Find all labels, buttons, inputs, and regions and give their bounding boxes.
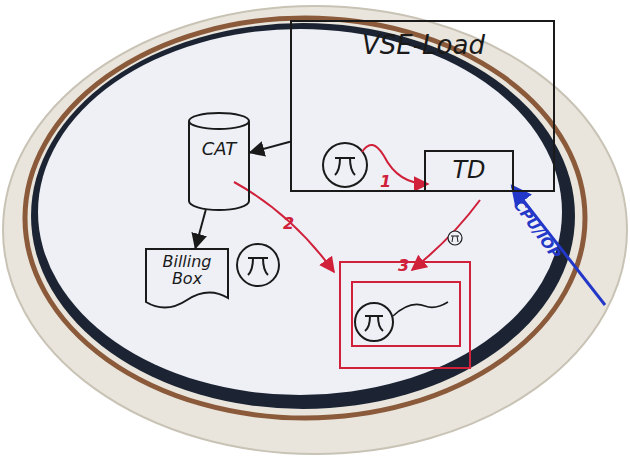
target-inner-box — [352, 282, 460, 346]
red-arrow — [362, 145, 428, 184]
database-cylinder: CAT — [188, 112, 250, 210]
pi-symbol — [448, 231, 462, 245]
coaster-paper — [38, 29, 562, 395]
coaster-rim — [3, 6, 627, 454]
document-shape: Billing Box — [145, 248, 229, 310]
callout-number: 1 — [380, 172, 391, 191]
coaster-ring — [25, 18, 585, 418]
node-label: TD — [426, 158, 512, 183]
cylinder-outline — [188, 112, 250, 210]
process-box: TD — [424, 150, 514, 192]
node-label: VSE-Load — [362, 32, 553, 59]
node-label: CAT — [188, 140, 250, 159]
red-arrow — [412, 200, 480, 270]
flow-arrow — [250, 142, 290, 153]
callout-number: 2 — [283, 214, 294, 233]
system-box: TD VSE-Load — [290, 20, 555, 192]
target-box — [340, 262, 470, 368]
node-label: Billing Box — [151, 254, 223, 288]
pi-symbol — [355, 303, 393, 341]
flow-arrow — [195, 210, 205, 248]
callout-number: 3 — [398, 256, 409, 275]
squiggle-line — [393, 302, 448, 316]
pi-symbol — [323, 143, 367, 187]
coaster-band — [31, 23, 575, 409]
pi-symbol — [237, 244, 279, 286]
